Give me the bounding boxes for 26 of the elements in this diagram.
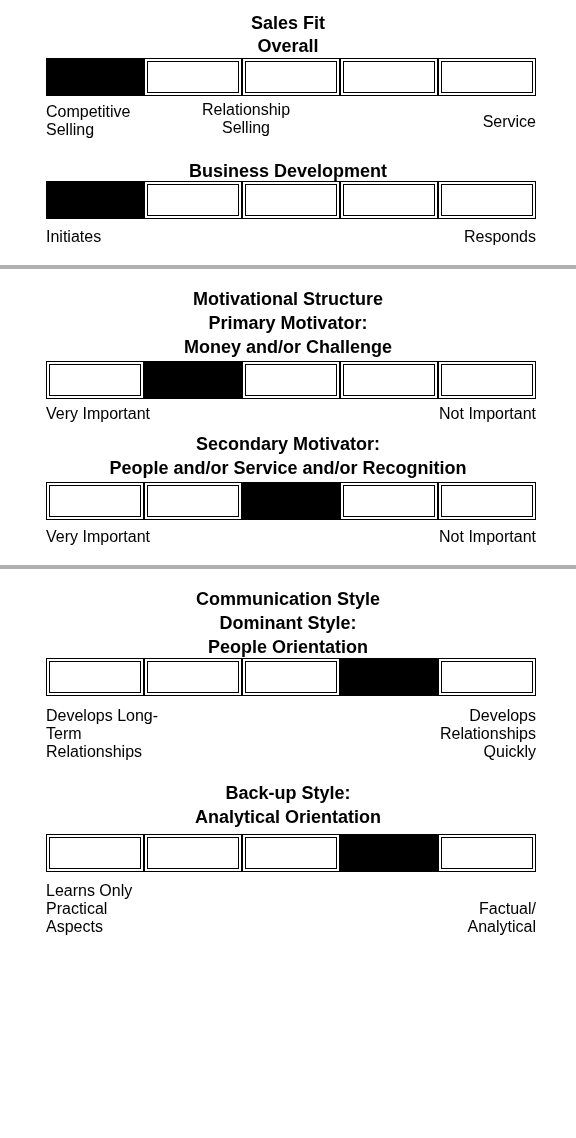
section-heading: Primary Motivator: xyxy=(207,312,369,334)
section-heading: Dominant Style: xyxy=(218,612,358,634)
section-heading: Motivational Structure xyxy=(192,288,384,310)
scale-anchor-text: Not Important xyxy=(438,528,536,546)
scale-anchor-text: Factual/ Analytical xyxy=(466,900,536,936)
scale-anchor-text: Responds xyxy=(462,228,536,246)
section-heading: Overall xyxy=(256,35,320,57)
scale-anchor-text: Initiates xyxy=(46,228,103,246)
scale-anchor-text: Competitive Selling xyxy=(46,103,132,139)
section-heading: People Orientation xyxy=(207,636,369,658)
scale-anchor-text: Develops Relationships Quickly xyxy=(438,707,536,761)
section-heading: Communication Style xyxy=(195,588,381,610)
section-heading: Secondary Motivator: xyxy=(194,433,381,455)
section-heading: Business Development xyxy=(187,160,389,182)
section-heading: Money and/or Challenge xyxy=(183,336,393,358)
scale-anchor-text: Very Important xyxy=(46,405,152,423)
scale-anchor-text: Develops Long-Term Relationships xyxy=(46,707,160,761)
section-heading: Sales Fit xyxy=(250,12,326,34)
scale-anchor-text: Service xyxy=(481,113,536,131)
section-heading: Back-up Style: xyxy=(224,782,352,804)
scale-anchor-text: Very Important xyxy=(46,528,152,546)
section-heading: People and/or Service and/or Recognition xyxy=(108,457,468,479)
scale-anchor-text: Relationship Selling xyxy=(200,101,292,137)
section-heading: Analytical Orientation xyxy=(193,806,382,828)
scale-anchor-text: Learns Only Practical Aspects xyxy=(46,882,134,936)
scale-anchor-text: Not Important xyxy=(438,405,536,423)
